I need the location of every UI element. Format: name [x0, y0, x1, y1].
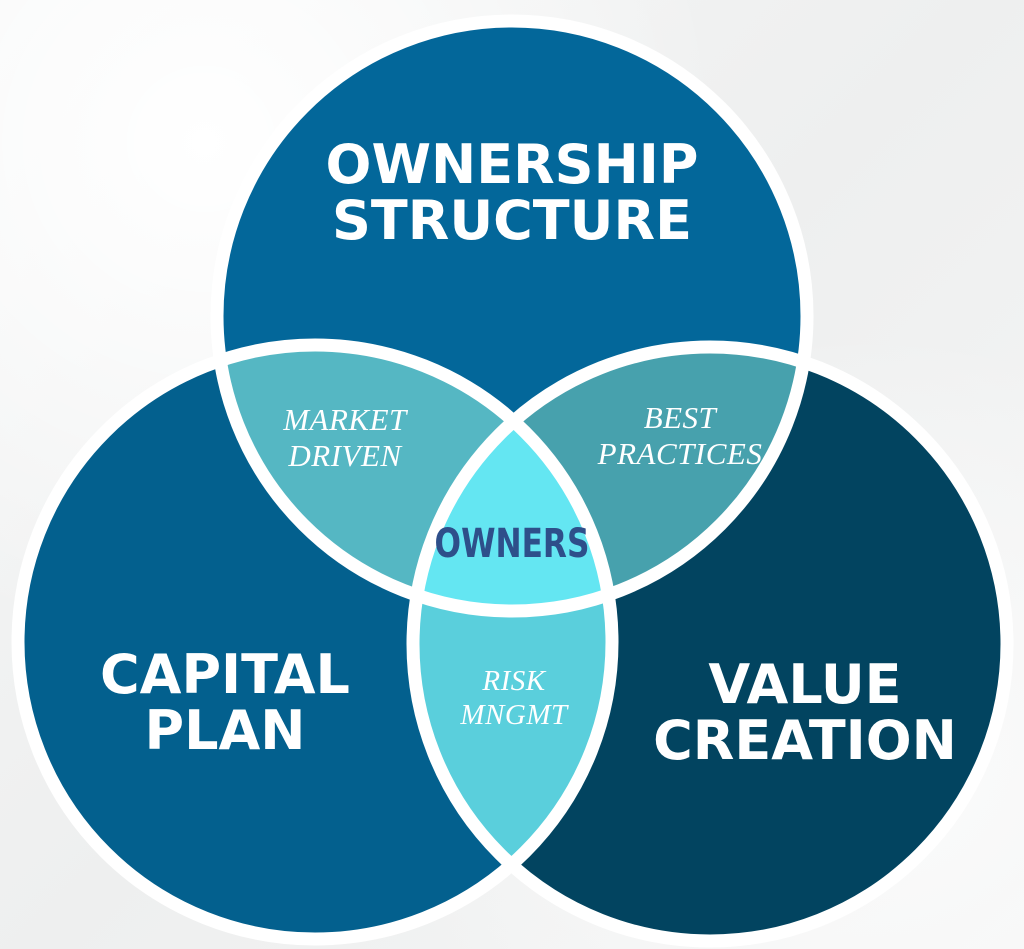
circle-outlines	[11, 14, 1014, 948]
owners-center-region	[413, 347, 612, 611]
value-creation-outline	[406, 340, 1014, 948]
ownership-structure-outline	[210, 14, 814, 618]
capital-plan-outline	[11, 338, 619, 946]
